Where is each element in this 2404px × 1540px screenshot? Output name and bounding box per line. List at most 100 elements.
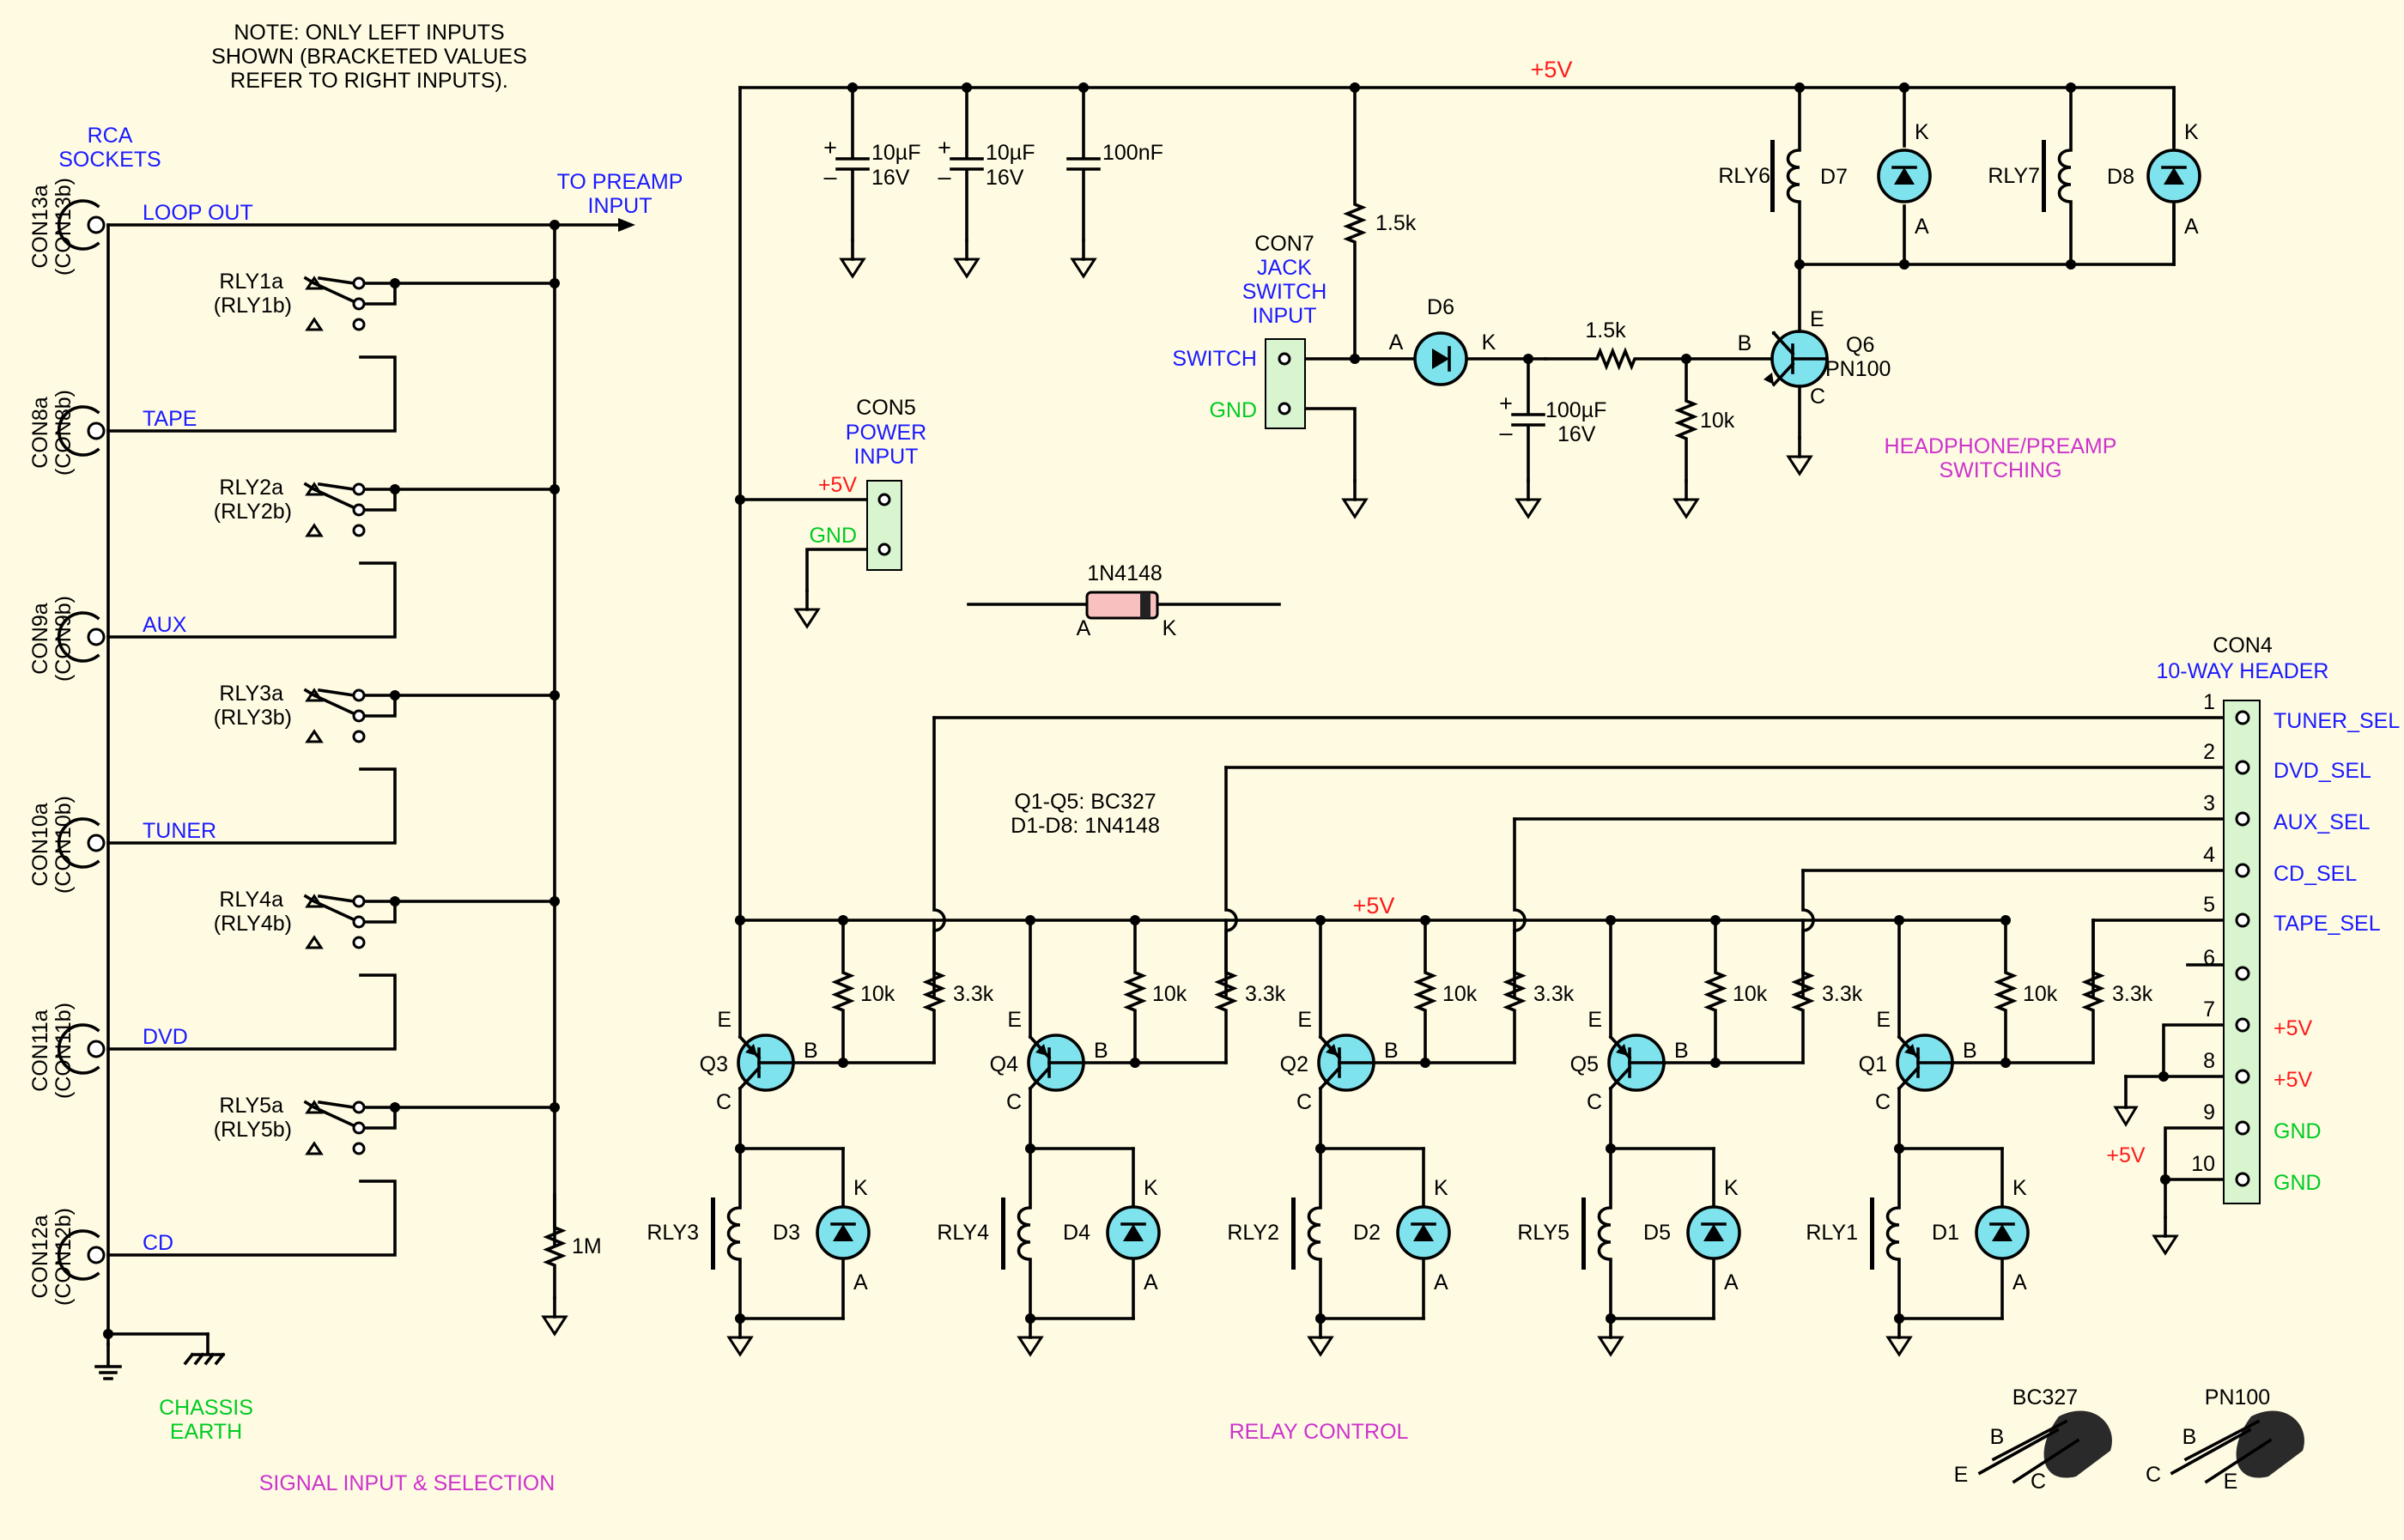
rca-pin [87,1040,106,1058]
rb-label: 10k [1442,982,1478,1006]
terminal [2235,1172,2250,1187]
note-text: REFER TO RIGHT INPUTS). [230,69,508,93]
rly7-label: RLY7 [1988,164,2040,188]
cap-voltage: 16V [871,166,910,190]
r1m-label: 1M [572,1234,602,1258]
rca-pin [87,628,106,646]
diode-legend-type: 1N4148 [1087,561,1163,585]
relay-coil [1597,1147,1612,1320]
q-b: B [1384,1039,1399,1063]
junction-dot [390,1102,400,1113]
socket-name: LOOP OUT [143,201,253,225]
wire [106,1179,397,1257]
terminal [352,936,366,949]
resistor [1544,347,1688,371]
con4-pin-label: AUX_SEL [2273,810,2371,834]
con4-pin-num: 8 [2203,1049,2215,1073]
con7-pin2: GND [1209,398,1257,422]
terminal [2235,1069,2250,1084]
con5-pin2: GND [809,524,857,548]
r-1k5: 1.5k [1375,211,1417,235]
con7-title: SWITCH [1242,280,1327,304]
vcc-arrow [2113,1106,2139,1127]
con4-pin-num: 9 [2203,1100,2215,1125]
ground-symbol [1672,498,1700,519]
junction-dot [1350,354,1360,364]
ground-symbol [1885,1336,1913,1357]
d-a: A [1434,1270,1448,1294]
wire [106,561,397,639]
q-e: E [1587,1008,1602,1032]
con4-pin-label: GND [2273,1119,2322,1143]
ground-symbol [793,608,821,629]
terminal [352,730,366,743]
contact-nc [305,1141,324,1155]
capacitor [835,86,870,161]
relay-contact-a: RLY2a [219,476,283,500]
emitter-arrow [1904,1044,1916,1056]
rca-label: RCA [88,124,133,148]
resistor [1123,919,1147,1064]
socket-name: CD [143,1231,173,1255]
to-preamp: TO PREAMP [557,170,683,194]
package-lead [2204,1438,2273,1484]
package-pin: B [1990,1425,2005,1449]
chassis-label: CHASSIS [159,1396,253,1420]
q-c: C [1875,1090,1891,1114]
package-name: PN100 [2205,1385,2270,1410]
q-label: Q2 [1280,1052,1308,1076]
d-label: D2 [1353,1221,1381,1245]
relay-contact-b: (RLY5b) [214,1118,292,1142]
wire [738,86,2176,266]
polarity-mark: – [823,164,836,190]
contact-nc [305,935,324,949]
con4-pin-label: CD_SEL [2273,862,2357,886]
rca-socket [57,1229,100,1281]
q-label: Q5 [1570,1052,1599,1076]
con4-pin-label: TAPE_SEL [2273,912,2381,936]
r2-1k5: 1.5k [1585,318,1626,343]
junction-dot [1794,82,1805,93]
rca-pin [87,421,106,440]
wire [317,276,356,286]
socket-ref: CON11a [28,1009,52,1092]
ground-symbol [2152,1234,2179,1256]
relay-core [1770,140,1775,212]
wire [362,282,397,306]
relay-coil [1786,86,1801,266]
package-lead [2170,1428,2252,1476]
wire [106,973,397,1051]
junction-dot [549,220,560,230]
socket-ref: CON8a [28,397,52,468]
junction-dot [735,915,745,925]
q-label: Q4 [990,1052,1018,1076]
rca-socket [57,611,100,663]
cap-value: 10µF [871,141,920,165]
resistor [1674,357,1698,482]
package-lead [2012,1438,2080,1484]
relay-coil [1307,1147,1322,1320]
con4-pin-num: 2 [2203,740,2215,764]
package-lead [1991,1419,2068,1462]
d8-a: A [2184,215,2199,239]
q6-type: PN100 [1825,357,1891,381]
ground-symbol [953,258,980,279]
diode-triangle [1413,1224,1434,1241]
relay-contact-b: (RLY1b) [214,294,292,318]
to-preamp: INPUT [588,194,653,218]
rly-label: RLY2 [1227,1221,1279,1245]
d7-label: D7 [1820,165,1848,189]
terminal [352,709,366,723]
wire [932,716,946,997]
rca-pin [87,1246,106,1264]
labels: +5V+–10µF16V+–10µF16V100nFCON5POWERINPUT… [28,21,2400,1495]
emitter-arrow [1764,373,1774,385]
arrow [618,218,635,232]
earth-symbol [94,1343,122,1380]
q-b: B [1963,1039,1977,1063]
diode-triangle [833,1224,853,1241]
ground-symbol [1070,258,1097,279]
rly6-label: RLY6 [1718,164,1770,188]
junction-dot [390,278,400,288]
junction-dot [390,484,400,494]
